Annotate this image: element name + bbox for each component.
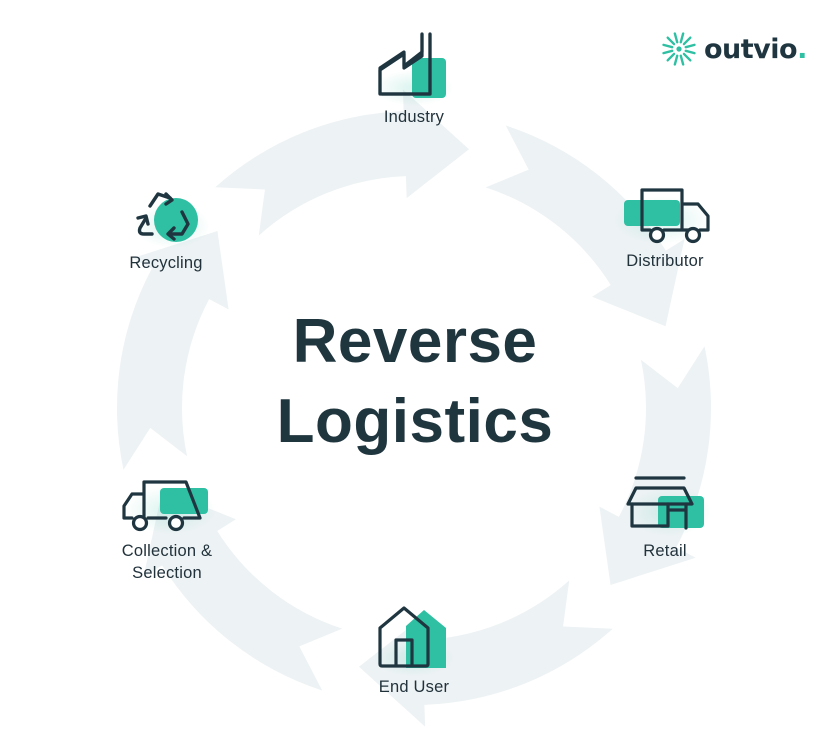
stage-distributor: Distributor bbox=[600, 180, 730, 272]
brand-name: outvio. bbox=[704, 33, 807, 65]
recycle-icon bbox=[134, 192, 210, 248]
sunburst-ray bbox=[679, 54, 685, 66]
stage-label: Retail bbox=[643, 542, 687, 560]
stage-label: Recycling bbox=[129, 254, 203, 272]
sunburst-ray bbox=[673, 54, 679, 66]
stage-label: Distributor bbox=[626, 252, 704, 270]
diagram-title: Reverse Logistics bbox=[0, 302, 830, 462]
stage-label: End User bbox=[378, 678, 450, 696]
stage-industry: Industry bbox=[352, 26, 476, 128]
sunburst-ray bbox=[666, 36, 676, 46]
stage-end-user: End User bbox=[350, 600, 478, 698]
cycle-arrow-segment bbox=[359, 580, 613, 727]
brand-logo: outvio. bbox=[660, 30, 807, 68]
cycle-arrow-segment bbox=[143, 489, 343, 691]
cycle-arrow-segment bbox=[215, 89, 469, 236]
sunburst-logo-icon bbox=[662, 32, 696, 66]
collection-truck-icon bbox=[122, 480, 216, 534]
sunburst-ray bbox=[662, 43, 674, 49]
stage-recycling: Recycling bbox=[110, 186, 222, 274]
sunburst-ray bbox=[662, 49, 674, 55]
storefront-icon bbox=[626, 476, 712, 536]
stage-label-line-2: Selection bbox=[132, 564, 202, 582]
house-icon bbox=[374, 606, 454, 676]
stage-label: Industry bbox=[383, 108, 445, 126]
cycle-arrow-segment bbox=[117, 231, 229, 470]
sunburst-ray bbox=[673, 32, 679, 44]
stage-label-line-1: Collection & bbox=[121, 542, 213, 560]
sunburst-ray bbox=[679, 32, 685, 44]
title-line-2: Logistics bbox=[276, 387, 554, 456]
sunburst-ray bbox=[682, 52, 692, 62]
factory-icon bbox=[374, 32, 454, 106]
title-line-1: Reverse bbox=[292, 307, 538, 376]
delivery-truck-icon bbox=[614, 188, 710, 244]
stage-retail: Retail bbox=[606, 470, 724, 562]
sunburst-ray bbox=[666, 52, 676, 62]
sunburst-ray bbox=[682, 36, 692, 46]
sunburst-ray bbox=[684, 49, 696, 55]
stage-collection-selection: Collection & Selection bbox=[100, 472, 234, 584]
sunburst-ray bbox=[684, 43, 696, 49]
cycle-arrow-segment bbox=[485, 125, 685, 327]
